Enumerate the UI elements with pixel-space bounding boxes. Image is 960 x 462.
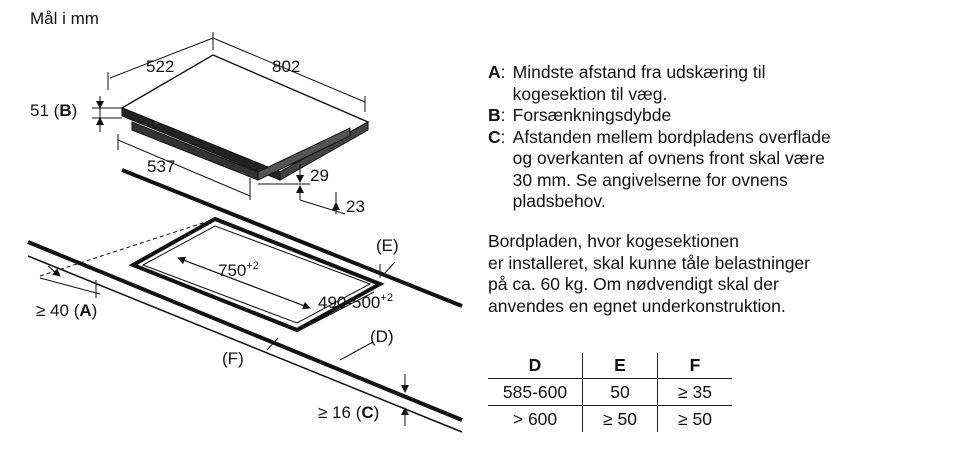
dim-cutout-depth: 490-500+2 bbox=[318, 292, 393, 312]
table-cell: ≥ 50 bbox=[657, 405, 732, 432]
ref-f: (F) bbox=[222, 349, 244, 368]
unit-caption: Mål i mm bbox=[30, 9, 99, 28]
dim-23: 23 bbox=[346, 197, 365, 216]
legend-text: Forsænkningsdybde bbox=[512, 105, 672, 125]
legend-letter: B bbox=[488, 105, 501, 125]
dim-cutout-width: 750+2 bbox=[218, 260, 259, 280]
dim-hob-width: 802 bbox=[272, 57, 300, 76]
legend-item-a: A: Mindste afstand fra udskæring til kog… bbox=[488, 62, 948, 105]
dim-thickness: 51 (B) bbox=[30, 101, 77, 120]
legend-item-c: C: Afstanden mellem bordpladens overflad… bbox=[488, 127, 948, 213]
ref-d: (D) bbox=[370, 327, 394, 346]
table-cell: 50 bbox=[582, 378, 658, 406]
worktop-dimension-lines bbox=[39, 256, 409, 426]
table-cell: 585-600 bbox=[502, 381, 568, 402]
table-row: 585-600 50 ≥ 35 bbox=[488, 378, 732, 406]
hob-dimension-lines bbox=[92, 32, 366, 215]
table-header: D bbox=[528, 355, 542, 375]
ref-e: (E) bbox=[376, 236, 399, 255]
dim-min-40: ≥ 40 (A) bbox=[36, 301, 97, 320]
table-cell: ≥ 35 bbox=[657, 378, 732, 406]
table-header: F bbox=[657, 353, 732, 379]
table-cell: ≥ 50 bbox=[582, 405, 658, 432]
legend-item-b: B: Forsænkningsdybde bbox=[488, 105, 948, 127]
table-header: E bbox=[582, 353, 658, 379]
legend-text: Mindste afstand fra udskæring til kogese… bbox=[512, 62, 766, 104]
dim-29: 29 bbox=[310, 166, 329, 185]
installation-diagram: Mål i mm bbox=[27, 9, 463, 433]
table-row: > 600 ≥ 50 ≥ 50 bbox=[488, 405, 732, 432]
worktop-drawing bbox=[27, 168, 463, 433]
dim-hob-depth: 522 bbox=[146, 57, 174, 76]
load-note: Bordpladen, hvor kogesektionen er instal… bbox=[488, 231, 810, 316]
legend-text: Afstanden mellem bordpladens overflade o… bbox=[512, 126, 831, 212]
legend-letter: A bbox=[488, 62, 501, 82]
legend-letter: C bbox=[488, 126, 501, 147]
legend: A: Mindste afstand fra udskæring til kog… bbox=[488, 62, 948, 213]
table-cell: > 600 bbox=[512, 408, 558, 429]
hob-drawing bbox=[120, 54, 370, 181]
dim-cutout-depth-top: 537 bbox=[147, 157, 175, 176]
dim-min-16: ≥ 16 (C) bbox=[318, 403, 379, 422]
dimension-table: D E F 585-600 50 ≥ 35 > 600 ≥ 50 ≥ 50 bbox=[488, 353, 732, 432]
table-header-row: D E F bbox=[488, 353, 732, 379]
